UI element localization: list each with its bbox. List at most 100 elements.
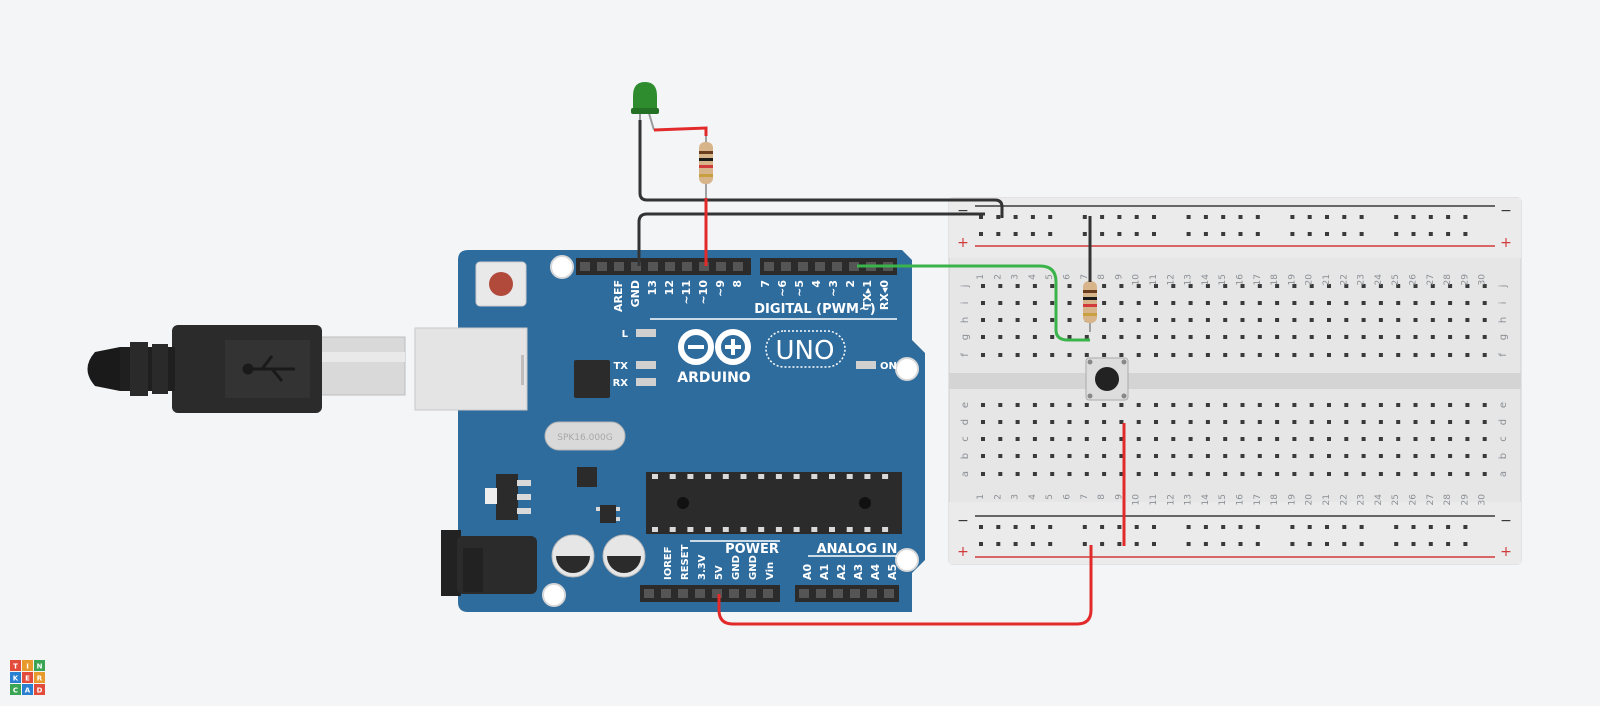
breadboard-hole[interactable] bbox=[1154, 284, 1158, 288]
header-slot[interactable] bbox=[884, 589, 894, 598]
breadboard-hole[interactable] bbox=[1240, 353, 1245, 357]
breadboard-hole[interactable] bbox=[1257, 437, 1262, 441]
header-slot[interactable] bbox=[746, 589, 756, 598]
header-slot[interactable] bbox=[699, 262, 709, 271]
breadboard-hole[interactable] bbox=[1448, 437, 1453, 441]
breadboard-hole[interactable] bbox=[1344, 420, 1349, 424]
breadboard-hole[interactable] bbox=[1205, 284, 1210, 288]
breadboard-hole[interactable] bbox=[1067, 353, 1072, 357]
breadboard-hole[interactable] bbox=[1378, 420, 1383, 424]
breadboard-hole[interactable] bbox=[1396, 335, 1401, 339]
header-slot[interactable] bbox=[631, 262, 641, 271]
breadboard-hole[interactable] bbox=[1050, 284, 1055, 288]
breadboard-hole[interactable] bbox=[1344, 353, 1349, 357]
breadboard-hole[interactable] bbox=[1050, 403, 1055, 407]
breadboard-hole[interactable] bbox=[1084, 472, 1089, 476]
breadboard-hole[interactable] bbox=[1067, 420, 1072, 424]
breadboard-hole[interactable] bbox=[1359, 542, 1364, 546]
breadboard-hole[interactable] bbox=[979, 542, 983, 546]
breadboard-hole[interactable] bbox=[1205, 318, 1210, 322]
breadboard-hole[interactable] bbox=[1309, 420, 1314, 424]
breadboard-hole[interactable] bbox=[1102, 318, 1107, 322]
breadboard-hole[interactable] bbox=[1050, 437, 1055, 441]
breadboard-hole[interactable] bbox=[1344, 335, 1349, 339]
breadboard-hole[interactable] bbox=[1100, 542, 1105, 546]
header-slot[interactable] bbox=[815, 262, 825, 271]
header-slot[interactable] bbox=[644, 589, 654, 598]
breadboard-hole[interactable] bbox=[1119, 437, 1124, 441]
breadboard-hole[interactable] bbox=[1465, 472, 1470, 476]
breadboard-hole[interactable] bbox=[1394, 542, 1399, 546]
breadboard-hole[interactable] bbox=[1309, 301, 1314, 305]
breadboard-hole[interactable] bbox=[1240, 472, 1245, 476]
breadboard-hole[interactable] bbox=[1275, 420, 1280, 424]
breadboard-hole[interactable] bbox=[1136, 353, 1141, 357]
breadboard-hole[interactable] bbox=[998, 335, 1003, 339]
breadboard-hole[interactable] bbox=[1463, 525, 1468, 529]
header-slot[interactable] bbox=[850, 589, 860, 598]
breadboard-hole[interactable] bbox=[1032, 403, 1037, 407]
header-slot[interactable] bbox=[614, 262, 624, 271]
breadboard-hole[interactable] bbox=[1394, 232, 1399, 236]
breadboard-hole[interactable] bbox=[1292, 335, 1297, 339]
breadboard-hole[interactable] bbox=[1117, 542, 1122, 546]
breadboard-hole[interactable] bbox=[1154, 353, 1158, 357]
breadboard-hole[interactable] bbox=[1100, 525, 1105, 529]
breadboard-hole[interactable] bbox=[1032, 472, 1037, 476]
breadboard-hole[interactable] bbox=[1257, 353, 1262, 357]
breadboard-hole[interactable] bbox=[1119, 403, 1124, 407]
breadboard-hole[interactable] bbox=[1430, 318, 1435, 322]
breadboard-hole[interactable] bbox=[1378, 403, 1383, 407]
breadboard-hole[interactable] bbox=[1465, 437, 1470, 441]
breadboard-hole[interactable] bbox=[1257, 472, 1262, 476]
breadboard-hole[interactable] bbox=[1396, 318, 1401, 322]
breadboard-hole[interactable] bbox=[1361, 318, 1366, 322]
breadboard-hole[interactable] bbox=[1154, 318, 1158, 322]
breadboard-hole[interactable] bbox=[1015, 284, 1020, 288]
breadboard-hole[interactable] bbox=[1015, 437, 1020, 441]
breadboard-hole[interactable] bbox=[1327, 472, 1331, 476]
breadboard-hole[interactable] bbox=[1361, 353, 1366, 357]
breadboard-hole[interactable] bbox=[1307, 215, 1312, 219]
breadboard-hole[interactable] bbox=[1396, 420, 1401, 424]
header-slot[interactable] bbox=[763, 589, 773, 598]
breadboard-hole[interactable] bbox=[1413, 318, 1418, 322]
breadboard-hole[interactable] bbox=[1015, 301, 1020, 305]
breadboard-hole[interactable] bbox=[1013, 525, 1018, 529]
breadboard-hole[interactable] bbox=[1067, 301, 1072, 305]
breadboard-hole[interactable] bbox=[1082, 525, 1087, 529]
breadboard-hole[interactable] bbox=[1152, 232, 1156, 236]
breadboard-hole[interactable] bbox=[1171, 454, 1176, 458]
breadboard-hole[interactable] bbox=[1240, 301, 1245, 305]
breadboard-hole[interactable] bbox=[1032, 420, 1037, 424]
breadboard-hole[interactable] bbox=[1238, 525, 1243, 529]
breadboard-hole[interactable] bbox=[1290, 232, 1295, 236]
breadboard-hole[interactable] bbox=[1327, 284, 1331, 288]
breadboard-hole[interactable] bbox=[1048, 542, 1053, 546]
breadboard-hole[interactable] bbox=[1154, 472, 1158, 476]
breadboard-hole[interactable] bbox=[1430, 437, 1435, 441]
breadboard-hole[interactable] bbox=[1102, 420, 1107, 424]
breadboard-hole[interactable] bbox=[1032, 284, 1037, 288]
breadboard-hole[interactable] bbox=[1396, 353, 1401, 357]
breadboard-hole[interactable] bbox=[1015, 353, 1020, 357]
breadboard-hole[interactable] bbox=[1188, 437, 1193, 441]
breadboard-hole[interactable] bbox=[1030, 232, 1035, 236]
breadboard-hole[interactable] bbox=[998, 353, 1003, 357]
breadboard-hole[interactable] bbox=[1203, 232, 1208, 236]
breadboard-hole[interactable] bbox=[1240, 403, 1245, 407]
wire-black-led-gnd[interactable] bbox=[638, 120, 1004, 218]
breadboard-hole[interactable] bbox=[1030, 542, 1035, 546]
breadboard-hole[interactable] bbox=[1050, 454, 1055, 458]
breadboard-hole[interactable] bbox=[1325, 542, 1329, 546]
breadboard-hole[interactable] bbox=[1378, 454, 1383, 458]
breadboard-hole[interactable] bbox=[1342, 542, 1347, 546]
breadboard-hole[interactable] bbox=[1171, 420, 1176, 424]
breadboard-hole[interactable] bbox=[1050, 318, 1055, 322]
breadboard-hole[interactable] bbox=[1448, 403, 1453, 407]
breadboard-hole[interactable] bbox=[1082, 232, 1087, 236]
breadboard-hole[interactable] bbox=[1223, 353, 1228, 357]
breadboard-hole[interactable] bbox=[1359, 215, 1364, 219]
breadboard-hole[interactable] bbox=[1327, 301, 1331, 305]
breadboard-hole[interactable] bbox=[1223, 335, 1228, 339]
